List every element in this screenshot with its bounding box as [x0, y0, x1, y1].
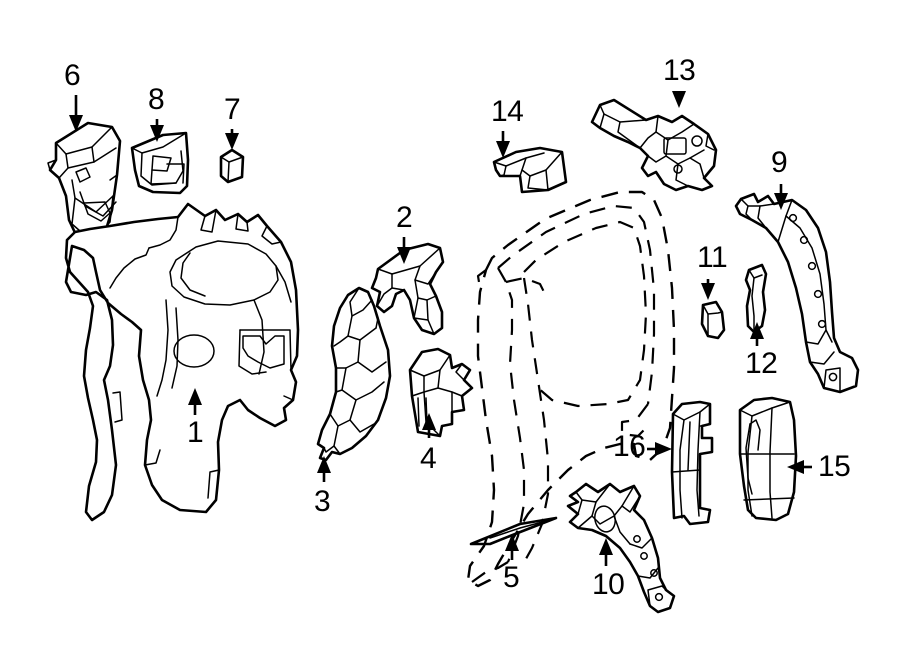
part-roof-rail-joint-bracket[interactable]: [590, 98, 718, 192]
part-wheelhouse-insulator-inner[interactable]: [670, 400, 714, 526]
part-wheelhouse-insulator-outer[interactable]: [738, 396, 798, 522]
part-narrow-strap-bracket[interactable]: [744, 263, 768, 334]
part-front-pillar-reinforcement[interactable]: [316, 286, 392, 462]
leader-10: [599, 538, 613, 566]
callout-label-11[interactable]: 11: [697, 241, 728, 274]
leader-2: [397, 237, 411, 264]
leader-8: [150, 119, 164, 142]
ghost-quarter-panel-outline: [466, 190, 676, 588]
leader-1: [188, 388, 202, 415]
callout-label-4[interactable]: 4: [420, 442, 437, 475]
callout-label-7[interactable]: 7: [224, 93, 241, 126]
callout-label-9[interactable]: 9: [771, 146, 788, 179]
leader-13: [672, 91, 686, 108]
callout-label-2[interactable]: 2: [396, 201, 413, 234]
callout-label-15[interactable]: 15: [818, 450, 851, 483]
callout-label-16[interactable]: 16: [613, 430, 646, 463]
leader-6: [69, 95, 83, 132]
leader-15: [787, 460, 812, 474]
leader-16: [647, 442, 672, 456]
leader-11: [701, 279, 715, 300]
callout-label-8[interactable]: 8: [148, 83, 165, 116]
callout-label-13[interactable]: 13: [663, 54, 696, 87]
part-quarter-inner-panel[interactable]: [64, 202, 300, 522]
leader-5: [505, 534, 519, 560]
leader-3: [317, 456, 331, 482]
part-rear-rail-reinforcement[interactable]: [734, 192, 860, 394]
part-small-wedge-bracket[interactable]: [700, 300, 726, 340]
part-rocker-trim-strip[interactable]: [469, 516, 558, 546]
callout-label-14[interactable]: 14: [491, 95, 524, 128]
callout-label-1[interactable]: 1: [187, 416, 204, 449]
leader-12: [750, 322, 764, 346]
leader-9: [774, 184, 788, 210]
leader-7: [225, 129, 239, 150]
part-wheelhouse-outer-panel[interactable]: [566, 482, 676, 614]
callout-label-3[interactable]: 3: [314, 485, 331, 518]
callout-label-12[interactable]: 12: [745, 347, 778, 380]
leader-14: [496, 131, 510, 158]
leader-4: [422, 413, 436, 438]
part-small-clip-bracket[interactable]: [219, 148, 245, 184]
callout-label-10[interactable]: 10: [592, 568, 625, 601]
part-corner-gusset-panel[interactable]: [130, 131, 190, 195]
part-channel-bracket[interactable]: [492, 146, 568, 194]
part-lower-brace-bracket[interactable]: [408, 347, 474, 438]
callout-label-6[interactable]: 6: [64, 59, 81, 92]
callout-label-5[interactable]: 5: [503, 561, 520, 594]
part-upper-brace-bracket[interactable]: [370, 242, 445, 336]
